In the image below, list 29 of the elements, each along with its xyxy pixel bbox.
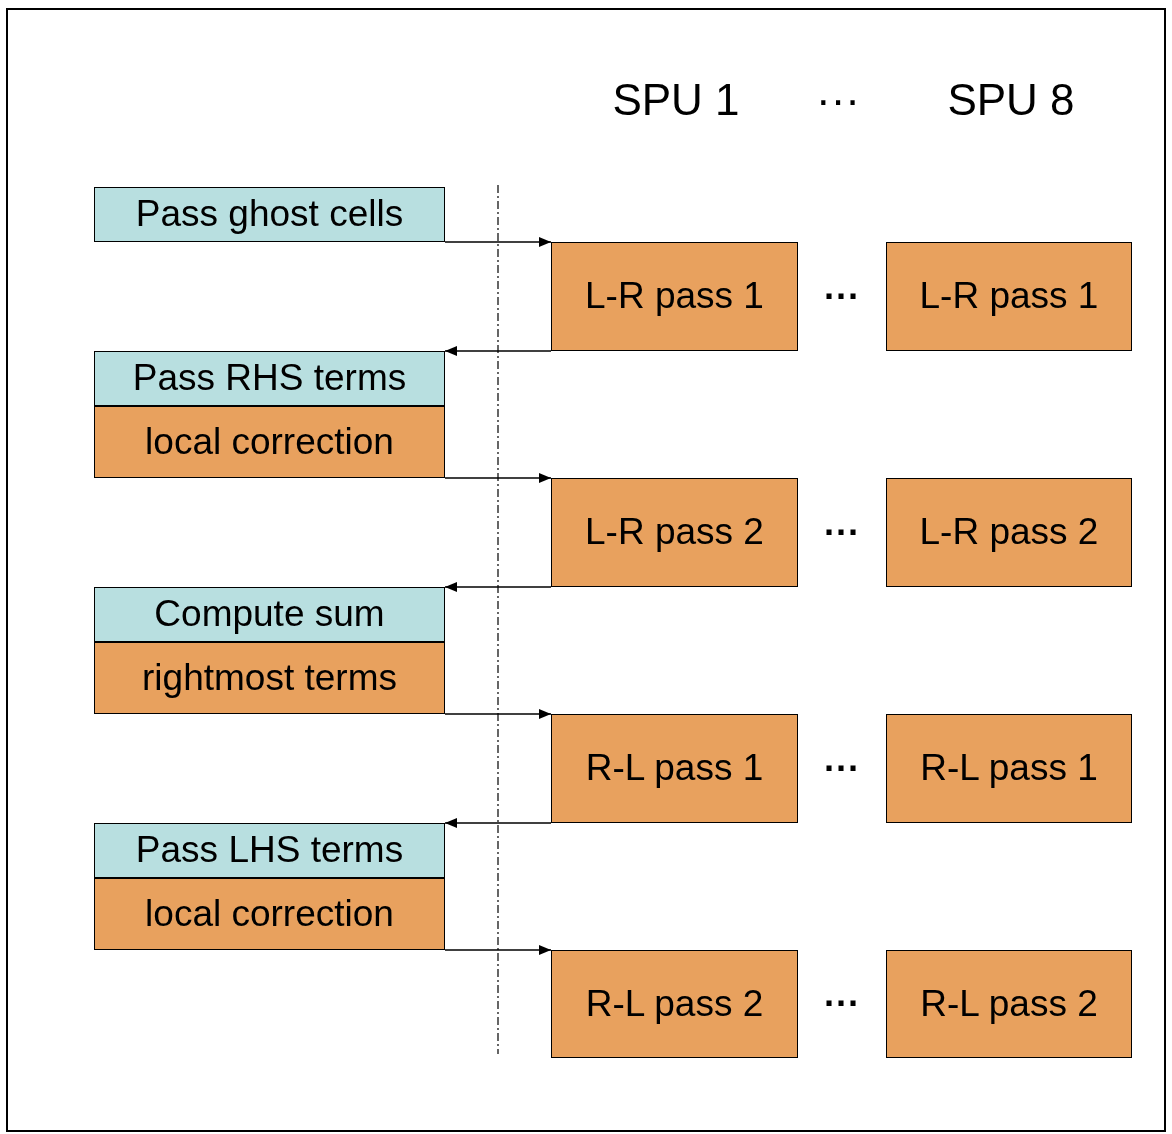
arrow bbox=[444, 818, 552, 828]
process-box: L-R pass 2 bbox=[551, 478, 798, 587]
process-box: L-R pass 2 bbox=[886, 478, 1132, 587]
arrow bbox=[444, 473, 552, 483]
arrow bbox=[444, 346, 552, 356]
ellipsis: ··· bbox=[824, 747, 860, 791]
arrow bbox=[444, 945, 552, 955]
process-box: R-L pass 1 bbox=[551, 714, 798, 823]
arrow bbox=[444, 237, 552, 247]
process-box: Pass RHS terms bbox=[94, 351, 445, 406]
process-box: local correction bbox=[94, 406, 445, 478]
ellipsis: ··· bbox=[824, 982, 860, 1026]
process-box: Pass ghost cells bbox=[94, 187, 445, 242]
process-box: R-L pass 1 bbox=[886, 714, 1132, 823]
process-box: R-L pass 2 bbox=[551, 950, 798, 1058]
process-box: R-L pass 2 bbox=[886, 950, 1132, 1058]
process-box: L-R pass 1 bbox=[551, 242, 798, 351]
process-box: rightmost terms bbox=[94, 642, 445, 714]
ellipsis: ··· bbox=[816, 74, 860, 126]
ellipsis: ··· bbox=[824, 511, 860, 555]
process-box: Compute sum bbox=[94, 587, 445, 642]
arrow bbox=[444, 709, 552, 719]
arrow bbox=[444, 582, 552, 592]
column-heading: SPU 8 bbox=[947, 74, 1075, 126]
ellipsis: ··· bbox=[824, 275, 860, 319]
column-heading: SPU 1 bbox=[612, 74, 740, 126]
process-box: local correction bbox=[94, 878, 445, 950]
process-box: Pass LHS terms bbox=[94, 823, 445, 878]
process-box: L-R pass 1 bbox=[886, 242, 1132, 351]
